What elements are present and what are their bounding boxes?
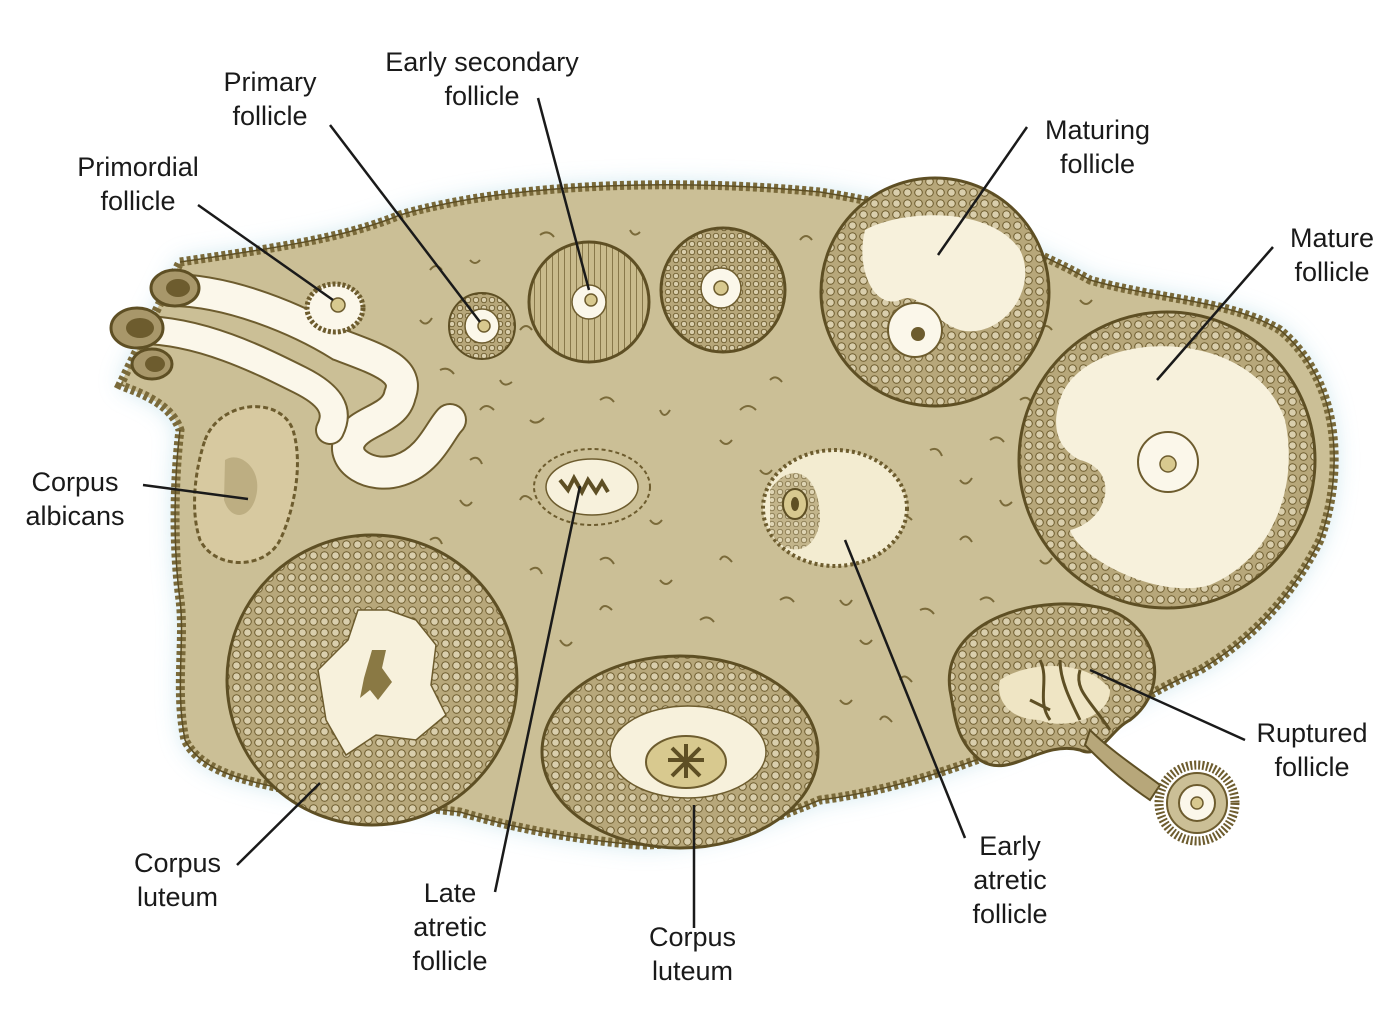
- hilum-vessels: [109, 268, 467, 490]
- leader-lines: [142, 97, 1274, 928]
- early-secondary-follicle: [527, 240, 651, 364]
- primordial-follicle: [304, 281, 366, 335]
- ruptured-follicle: [947, 602, 1162, 802]
- corpus-luteum-bottom: [540, 654, 820, 850]
- label-early-secondary-follicle: Early secondary follicle: [385, 47, 579, 111]
- leader-ruptured: [1089, 668, 1246, 742]
- mature-follicle: [1017, 310, 1317, 610]
- secondary-follicle: [659, 226, 787, 354]
- label-early-atretic-follicle: Early atretic follicle: [972, 831, 1048, 929]
- corpus-albicans: [193, 405, 299, 564]
- primary-follicle: [448, 292, 516, 360]
- label-corpus-albicans: Corpus albicans: [25, 467, 125, 531]
- released-ovum: [1154, 760, 1240, 846]
- leader-luteum-left: [236, 782, 321, 866]
- leader-primary: [329, 124, 481, 323]
- leader-primordial: [197, 203, 334, 302]
- leader-early-atretic: [843, 539, 967, 839]
- leader-albicans: [142, 483, 249, 501]
- label-mature-follicle: Mature follicle: [1289, 223, 1375, 287]
- leader-maturing: [936, 126, 1029, 256]
- late-atretic-follicle: [533, 448, 651, 526]
- label-primary-follicle: Primary follicle: [223, 67, 317, 131]
- leader-late-atretic: [493, 485, 582, 893]
- label-ruptured-follicle: Ruptured follicle: [1256, 718, 1368, 782]
- label-late-atretic-follicle: Late atretic follicle: [412, 878, 488, 976]
- early-atretic-follicle: [761, 448, 909, 568]
- label-corpus-luteum-bottom: Corpus luteum: [648, 922, 737, 986]
- corpus-luteum-left: [225, 533, 519, 827]
- label-primordial-follicle: Primordial follicle: [77, 152, 199, 216]
- label-maturing-follicle: Maturing follicle: [1044, 115, 1151, 179]
- label-corpus-luteum-left: Corpus luteum: [133, 848, 222, 912]
- leader-early-secondary: [536, 97, 591, 291]
- leader-mature: [1156, 246, 1274, 381]
- maturing-follicle: [819, 176, 1051, 408]
